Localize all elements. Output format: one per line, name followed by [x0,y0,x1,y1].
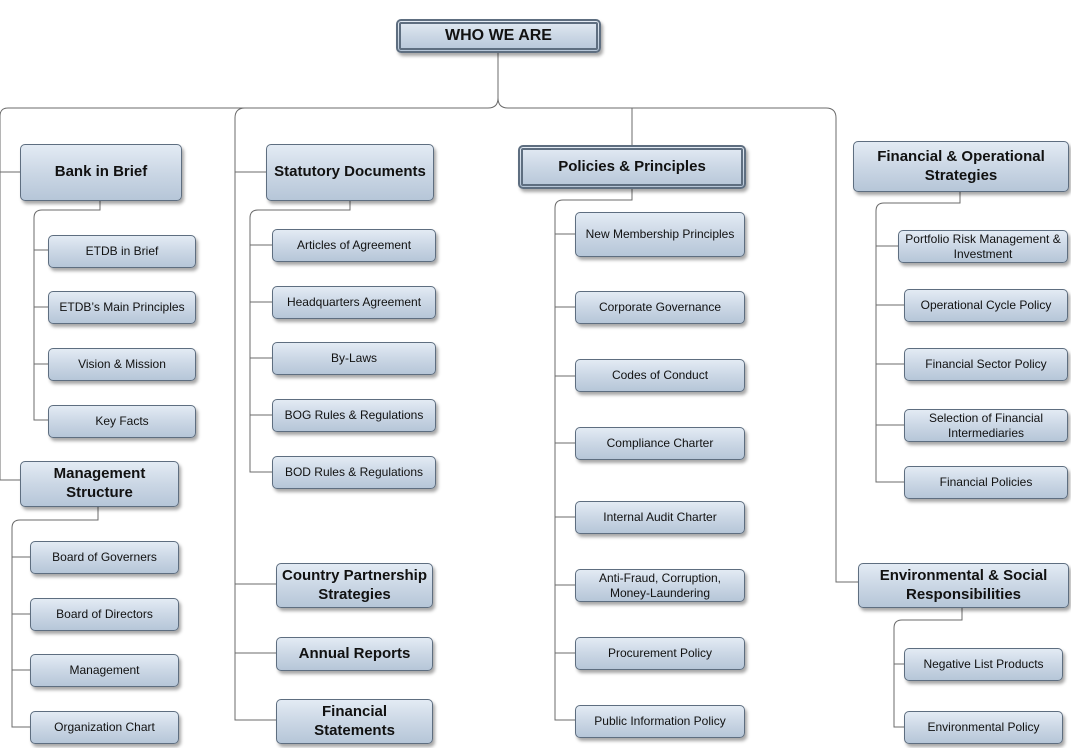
policies-principles-item[interactable]: Anti-Fraud, Corruption, Money-Laundering [575,569,745,602]
bank-in-brief-node[interactable]: Bank in Brief [20,144,182,201]
environmental-social-item[interactable]: Negative List Products [904,648,1063,681]
policies-principles-item[interactable]: Procurement Policy [575,637,745,670]
statutory-documents-item[interactable]: BOG Rules & Regulations [272,399,436,432]
policies-principles-item[interactable]: Codes of Conduct [575,359,745,392]
management-structure-node[interactable]: Management Structure [20,461,179,507]
statutory-documents-item[interactable]: BOD Rules & Regulations [272,456,436,489]
management-structure-item[interactable]: Board of Directors [30,598,179,631]
policies-principles-node[interactable]: Policies & Principles [518,145,746,189]
financial-operational-item[interactable]: Selection of Financial Intermediaries [904,409,1068,442]
bank-in-brief-item[interactable]: Key Facts [48,405,196,438]
environmental-social-item[interactable]: Environmental Policy [904,711,1063,744]
country-partnership-strategies-node[interactable]: Country Partnership Strategies [276,563,433,608]
policies-principles-item[interactable]: Public Information Policy [575,705,745,738]
statutory-documents-item[interactable]: Headquarters Agreement [272,286,436,319]
bank-in-brief-item[interactable]: ETDB in Brief [48,235,196,268]
financial-statements-node[interactable]: Financial Statements [276,699,433,744]
bank-in-brief-item[interactable]: ETDB’s Main Principles [48,291,196,324]
financial-operational-item[interactable]: Financial Policies [904,466,1068,499]
management-structure-item[interactable]: Organization Chart [30,711,179,744]
policies-principles-item[interactable]: Internal Audit Charter [575,501,745,534]
policies-principles-item[interactable]: Compliance Charter [575,427,745,460]
policies-principles-item[interactable]: New Membership Principles [575,212,745,257]
management-structure-item[interactable]: Board of Governers [30,541,179,574]
who-we-are-node[interactable]: WHO WE ARE [396,19,601,53]
bank-in-brief-item[interactable]: Vision & Mission [48,348,196,381]
financial-operational-item[interactable]: Financial Sector Policy [904,348,1068,381]
statutory-documents-item[interactable]: By-Laws [272,342,436,375]
annual-reports-node[interactable]: Annual Reports [276,637,433,671]
financial-operational-item[interactable]: Portfolio Risk Management & Investment [898,230,1068,263]
financial-operational-strategies-node[interactable]: Financial & Operational Strategies [853,141,1069,192]
management-structure-item[interactable]: Management [30,654,179,687]
financial-operational-item[interactable]: Operational Cycle Policy [904,289,1068,322]
policies-principles-item[interactable]: Corporate Governance [575,291,745,324]
statutory-documents-item[interactable]: Articles of Agreement [272,229,436,262]
statutory-documents-node[interactable]: Statutory Documents [266,144,434,201]
environmental-social-node[interactable]: Environmental & Social Responsibilities [858,563,1069,608]
